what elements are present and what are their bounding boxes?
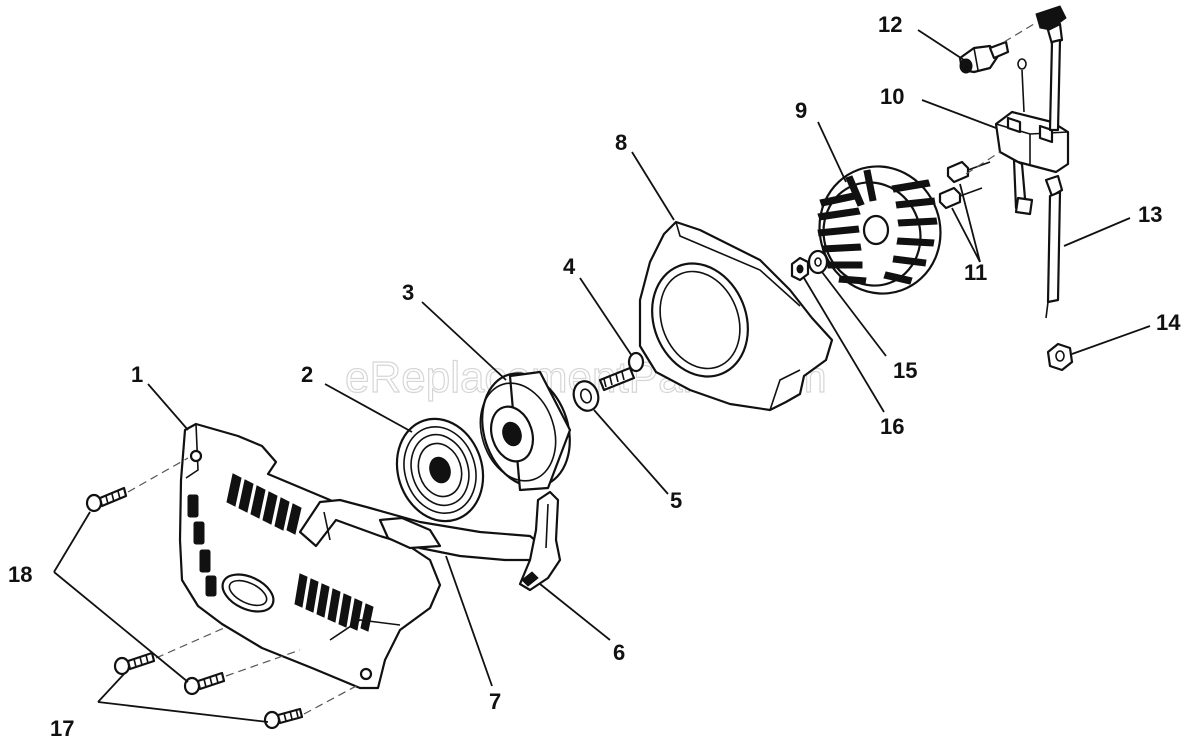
pulley-washer <box>572 380 600 412</box>
pulley-screw <box>598 351 645 392</box>
ignition-module-screws <box>938 160 991 210</box>
starter-pull-handle <box>518 490 562 592</box>
flywheel-nut <box>790 256 810 282</box>
starter-pulley <box>479 370 572 492</box>
nut <box>1046 342 1074 372</box>
ignition-module <box>994 58 1070 216</box>
housing-screws-17 <box>113 651 304 730</box>
alignment-lines <box>127 23 1035 715</box>
callout-18: 18 <box>8 562 32 587</box>
callout-8: 8 <box>615 130 627 155</box>
callout-13: 13 <box>1138 202 1162 227</box>
callout-5: 5 <box>670 488 682 513</box>
callout-2: 2 <box>301 362 313 387</box>
rewind-spring <box>395 417 485 523</box>
callout-14: 14 <box>1156 310 1181 335</box>
housing-screws-18 <box>85 486 226 696</box>
callout-6: 6 <box>613 640 625 665</box>
leader-lines <box>53 29 1151 723</box>
flywheel-washer <box>807 249 829 275</box>
callout-1: 1 <box>131 362 143 387</box>
callout-3: 3 <box>402 280 414 305</box>
callout-12: 12 <box>878 12 902 37</box>
spark-plug-boot-lead <box>1035 5 1067 319</box>
callout-10: 10 <box>880 84 904 109</box>
callout-17: 17 <box>50 716 74 741</box>
fan-housing <box>638 220 834 412</box>
callout-16: 16 <box>880 414 904 439</box>
callout-15: 15 <box>893 358 917 383</box>
callout-11: 11 <box>964 260 987 285</box>
callout-4: 4 <box>563 254 576 279</box>
callout-numbers: 1 2 3 4 5 6 7 8 9 10 11 12 13 14 15 16 1… <box>8 12 1181 741</box>
callout-9: 9 <box>795 98 807 123</box>
flywheel <box>817 165 942 295</box>
starter-housing-cover <box>178 422 442 690</box>
callout-7: 7 <box>489 689 501 714</box>
spark-plug <box>958 40 1010 74</box>
